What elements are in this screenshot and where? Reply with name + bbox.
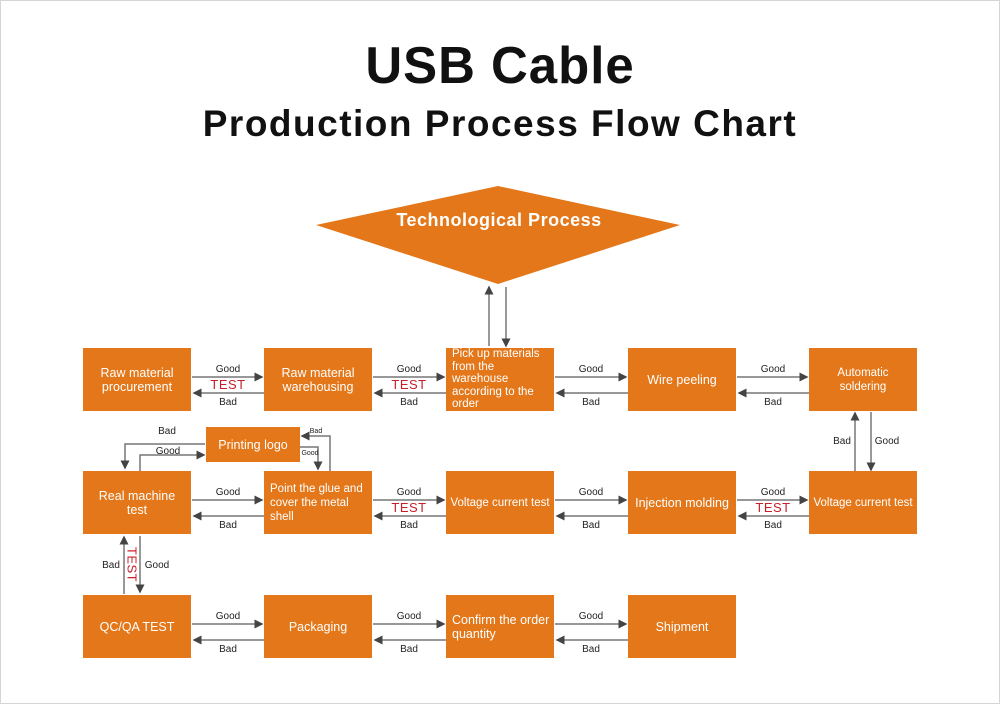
label-good: Good xyxy=(396,487,422,498)
label-good: Good xyxy=(215,611,241,622)
label-good: Good xyxy=(155,446,181,457)
label-good: Good xyxy=(578,487,604,498)
step-wire-peeling: Wire peeling xyxy=(628,348,736,411)
label-bad: Bad xyxy=(582,397,600,408)
label-good: Good xyxy=(215,364,241,375)
arrow-bad-glue-to-logo xyxy=(300,431,331,471)
arrow-bad-logo-to-real xyxy=(120,443,205,470)
label-good: Good xyxy=(215,487,241,498)
step-raw-material-warehousing: Raw material warehousing xyxy=(264,348,372,411)
step-packaging: Packaging xyxy=(264,595,372,658)
label-good: Good xyxy=(874,436,900,447)
label-bad: Bad xyxy=(764,397,782,408)
step-confirm-order-quantity: Confirm the order quantity xyxy=(446,595,554,658)
label-good: Good xyxy=(760,487,786,498)
step-raw-material-procurement: Raw material procurement xyxy=(83,348,191,411)
step-qc-qa-test: QC/QA TEST xyxy=(83,595,191,658)
page-subtitle: Production Process Flow Chart xyxy=(202,103,798,144)
label-good-small: Good xyxy=(301,450,319,457)
label-bad: Bad xyxy=(400,520,418,531)
label-good: Good xyxy=(396,364,422,375)
technological-process-label: Technological Process xyxy=(396,210,602,230)
label-good: Good xyxy=(396,611,422,622)
step-pick-up-materials: Pick up materials from the warehouse acc… xyxy=(446,348,554,411)
step-shipment: Shipment xyxy=(628,595,736,658)
step-voltage-current-test-right: Voltage current test xyxy=(809,471,917,534)
label-bad: Bad xyxy=(400,397,418,408)
label-test: TEST xyxy=(391,377,427,392)
technological-process-diamond xyxy=(316,186,680,284)
label-bad: Bad xyxy=(219,520,237,531)
label-good: Good xyxy=(578,611,604,622)
step-printing-logo: Printing logo xyxy=(206,427,300,462)
label-test: TEST xyxy=(755,500,791,515)
label-bad: Bad xyxy=(582,520,600,531)
label-test: TEST xyxy=(210,377,246,392)
label-bad: Bad xyxy=(219,397,237,408)
label-bad: Bad xyxy=(102,560,120,571)
label-bad: Bad xyxy=(158,426,176,437)
step-real-machine-test: Real machine test xyxy=(83,471,191,534)
arrow-good-logo-to-glue xyxy=(300,446,323,471)
step-glue-metal-shell: Point the glue and cover the metal shell xyxy=(264,471,372,534)
label-bad: Bad xyxy=(582,644,600,655)
label-bad: Bad xyxy=(833,436,851,447)
label-test: TEST xyxy=(391,500,427,515)
step-automatic-soldering: Automatic soldering xyxy=(809,348,917,411)
step-injection-molding: Injection molding xyxy=(628,471,736,534)
label-good: Good xyxy=(578,364,604,375)
page-title: USB Cable xyxy=(365,37,635,95)
step-voltage-current-test-middle: Voltage current test xyxy=(446,471,554,534)
label-bad-small: Bad xyxy=(309,428,323,435)
arrow-good-real-to-logo xyxy=(139,450,206,471)
label-good: Good xyxy=(760,364,786,375)
label-bad: Bad xyxy=(764,520,782,531)
label-good: Good xyxy=(144,560,170,571)
label-bad: Bad xyxy=(219,644,237,655)
label-bad: Bad xyxy=(400,644,418,655)
